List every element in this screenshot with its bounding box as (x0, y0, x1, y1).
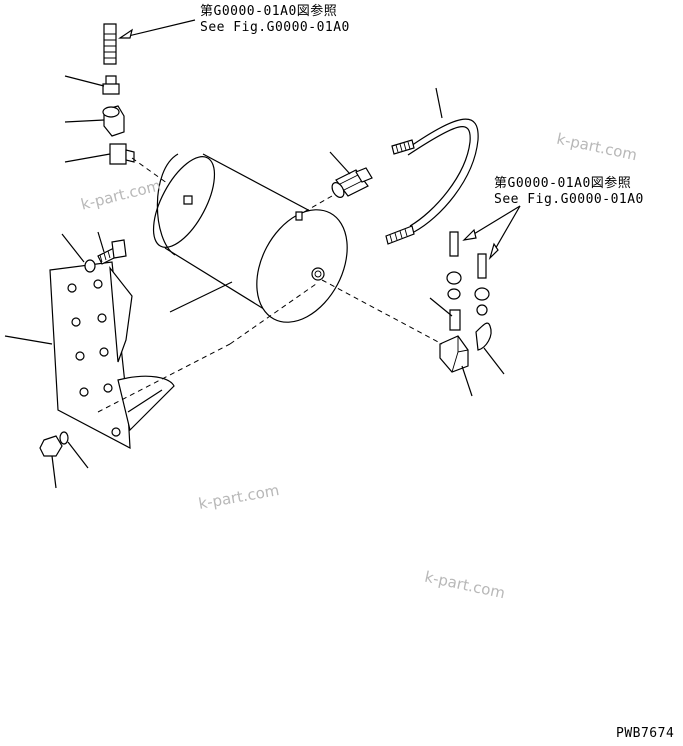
air-line-top (103, 19, 196, 65)
air-tank (152, 153, 348, 323)
reference-right-jp: 第G0000-01A0図参照 (494, 176, 632, 191)
nut-washer-bottom (39, 431, 89, 489)
drain-valve (303, 151, 373, 213)
check-valve (64, 105, 125, 137)
connector-nipple (64, 75, 120, 95)
reference-pipes-right (429, 205, 521, 331)
drawing-code: PWB7674 (616, 726, 675, 741)
air-hose (385, 87, 479, 245)
reference-top-en: See Fig.G0000-01A0 (200, 20, 350, 35)
bolt-washer-top (61, 231, 127, 273)
elbow-fittings-right (321, 279, 505, 397)
reference-right-en: See Fig.G0000-01A0 (494, 192, 644, 207)
tee-fitting (64, 143, 186, 197)
mounting-bracket (4, 261, 317, 450)
reference-top-jp: 第G0000-01A0図参照 (200, 4, 338, 19)
